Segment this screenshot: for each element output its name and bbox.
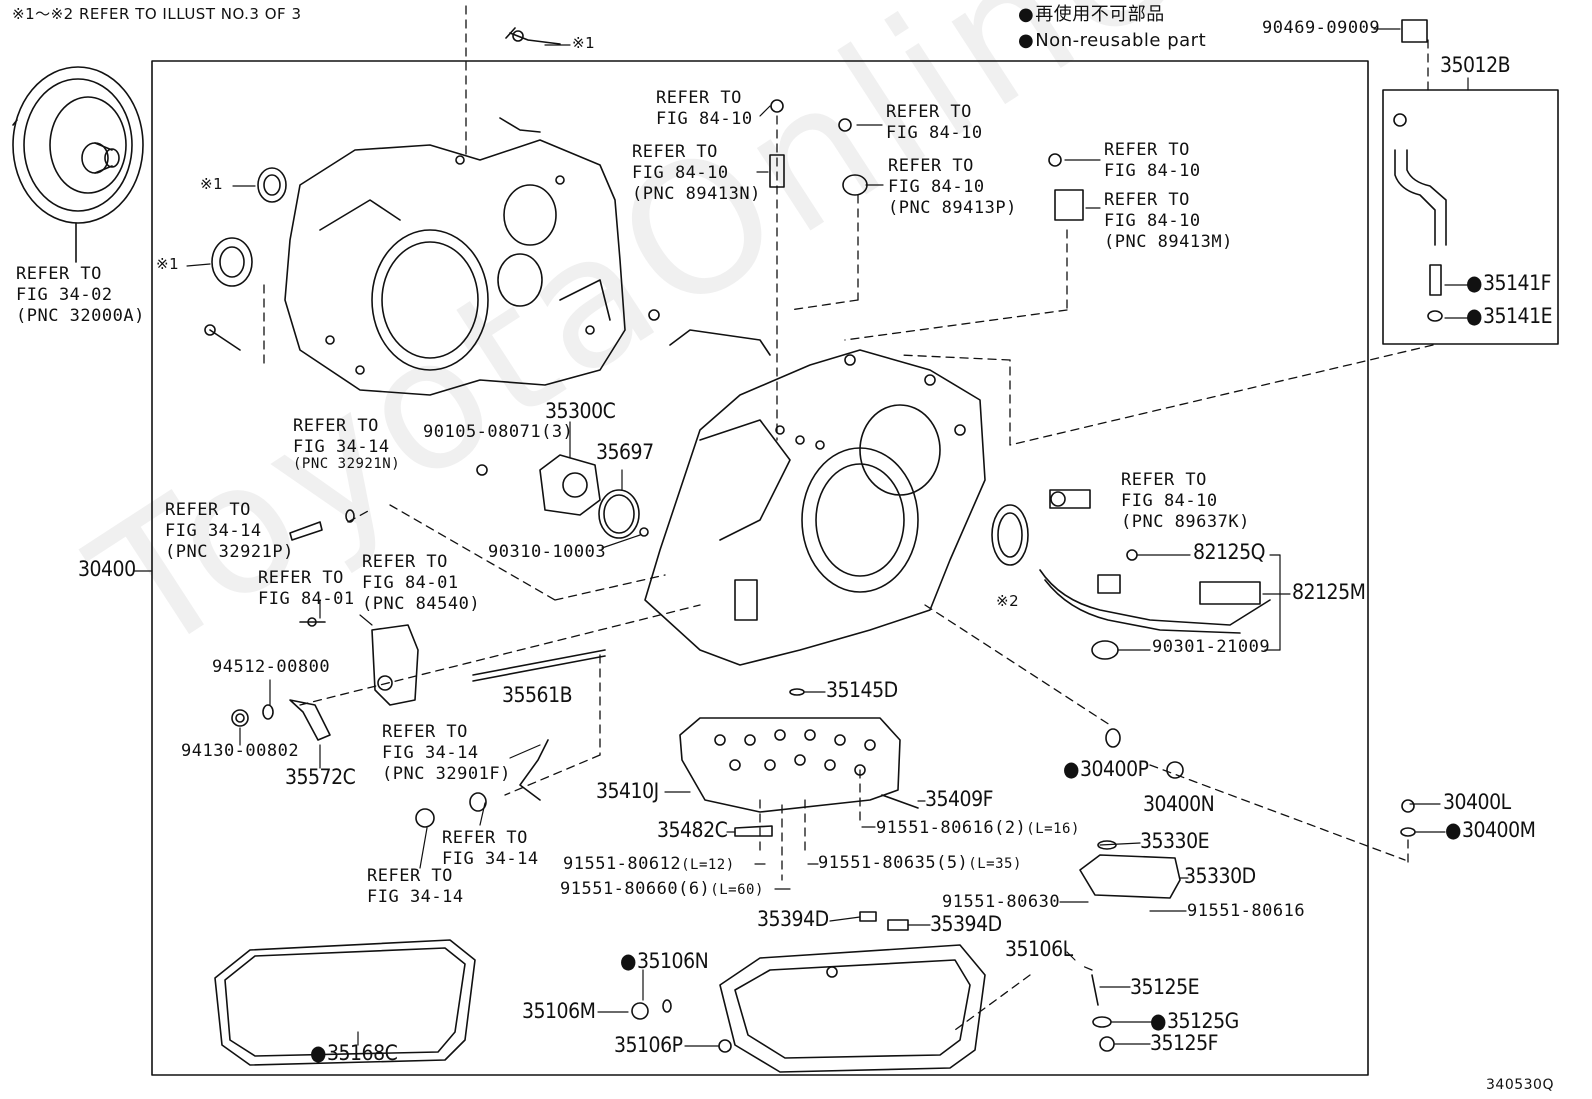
- part-35106l[interactable]: 35106L: [1005, 937, 1073, 961]
- part-82125q[interactable]: 82125Q: [1193, 540, 1265, 564]
- part-ref-mark-1-bolt: ※1: [572, 34, 596, 52]
- part-35482c[interactable]: 35482C: [657, 818, 728, 842]
- part-90301-21009[interactable]: 90301-21009: [1152, 637, 1271, 657]
- part-number: 91551-80635(5): [818, 853, 969, 873]
- refer-pnc-89413m[interactable]: REFER TO FIG 84-10 (PNC 89413M): [1104, 190, 1233, 252]
- legend-japanese: 再使用不可部品: [1018, 6, 1165, 24]
- part-91551-80616-2[interactable]: 91551-80616(2)(L=16): [876, 820, 1080, 837]
- part-ref-mark-1-seal-b: ※1: [156, 255, 180, 273]
- bolt-length: (L=12): [681, 857, 735, 873]
- part-91551-80660-6[interactable]: 91551-80660(6)(L=60): [560, 881, 764, 898]
- part-35012b[interactable]: 35012B: [1440, 53, 1511, 77]
- part-35125e[interactable]: 35125E: [1130, 975, 1200, 999]
- refer-fig-84-10-a[interactable]: REFER TO FIG 84-10: [656, 88, 753, 129]
- part-30400n[interactable]: 30400N: [1143, 792, 1215, 816]
- part-35572c[interactable]: 35572C: [285, 765, 356, 789]
- header-note: ※1～※2 REFER TO ILLUST NO.3 OF 3: [12, 5, 302, 23]
- part-35697[interactable]: 35697: [596, 440, 654, 464]
- part-number: 91551-80616(2): [876, 818, 1027, 838]
- refer-fig-34-14-a[interactable]: REFER TO FIG 34-14: [293, 416, 390, 457]
- transaxle-housing-drawing: [284, 139, 626, 396]
- part-35330d[interactable]: 35330D: [1184, 864, 1256, 888]
- part-35106m[interactable]: 35106M: [522, 999, 596, 1023]
- bolt-length: (L=16): [1026, 821, 1080, 837]
- part-30400p[interactable]: 30400P: [1063, 759, 1149, 780]
- part-35145d[interactable]: 35145D: [826, 678, 898, 702]
- part-94512-00800[interactable]: 94512-00800: [212, 657, 331, 677]
- part-91551-80612[interactable]: 91551-80612(L=12): [563, 856, 735, 873]
- part-ref-mark-2: ※2: [996, 592, 1020, 610]
- part-90105-08071[interactable]: 90105-08071(3): [423, 422, 574, 442]
- part-35561b[interactable]: 35561B: [502, 683, 573, 707]
- leader-lines: [133, 28, 1471, 1047]
- assembly-frame: [151, 60, 1369, 1076]
- part-35141e[interactable]: 35141E: [1466, 306, 1553, 327]
- refer-fig-34-14-c[interactable]: REFER TO FIG 34-14: [367, 866, 464, 907]
- part-ref-mark-1-seal-a: ※1: [200, 175, 224, 193]
- part-30400m[interactable]: 30400M: [1445, 820, 1536, 841]
- part-82125m[interactable]: 82125M: [1292, 580, 1366, 604]
- part-35125f[interactable]: 35125F: [1150, 1031, 1218, 1055]
- part-35330e[interactable]: 35330E: [1140, 829, 1210, 853]
- hose-kit-box: [1382, 89, 1559, 345]
- refer-fig-34-14-b[interactable]: REFER TO FIG 34-14: [442, 828, 539, 869]
- refer-pnc-89413p[interactable]: REFER TO FIG 84-10 (PNC 89413P): [888, 156, 1017, 218]
- part-35300c[interactable]: 35300C: [545, 399, 616, 423]
- part-91551-80630[interactable]: 91551-80630: [942, 892, 1061, 912]
- part-30400l[interactable]: 30400L: [1443, 790, 1511, 814]
- refer-pnc-89413n[interactable]: REFER TO FIG 84-10 (PNC 89413N): [632, 142, 761, 204]
- part-number: 91551-80612: [563, 854, 682, 874]
- figure-code: 340530Q: [1486, 1077, 1554, 1093]
- small-parts-drawings: [204, 19, 1447, 1073]
- refer-pnc-32921n[interactable]: (PNC 32921N): [293, 456, 401, 472]
- part-30400[interactable]: 30400: [78, 557, 136, 581]
- refer-fig-84-01[interactable]: REFER TO FIG 84-01: [258, 568, 355, 609]
- torque-converter-drawing: [12, 66, 144, 263]
- part-35409f[interactable]: 35409F: [925, 787, 993, 811]
- legend-english: Non-reusable part: [1018, 32, 1206, 50]
- part-35106n[interactable]: 35106N: [620, 951, 709, 972]
- refer-pnc-32921p[interactable]: REFER TO FIG 34-14 (PNC 32921P): [165, 500, 294, 562]
- refer-pnc-89637k[interactable]: REFER TO FIG 84-10 (PNC 89637K): [1121, 470, 1250, 532]
- part-35106p[interactable]: 35106P: [614, 1033, 683, 1057]
- part-35394d-a[interactable]: 35394D: [757, 907, 829, 931]
- part-35141f[interactable]: 35141F: [1466, 273, 1551, 294]
- part-35168c[interactable]: 35168C: [310, 1043, 398, 1064]
- part-35410j[interactable]: 35410J: [596, 779, 659, 803]
- part-90310-10003[interactable]: 90310-10003: [488, 542, 607, 562]
- part-35125g[interactable]: 35125G: [1150, 1011, 1239, 1032]
- refer-fig-84-10-c[interactable]: REFER TO FIG 84-10: [1104, 140, 1201, 181]
- part-35394d-b[interactable]: 35394D: [930, 912, 1002, 936]
- refer-fig-84-10-b[interactable]: REFER TO FIG 84-10: [886, 102, 983, 143]
- bolt-length: (L=60): [710, 882, 764, 898]
- part-91551-80616[interactable]: 91551-80616: [1187, 901, 1306, 921]
- part-91551-80635-5[interactable]: 91551-80635(5)(L=35): [818, 855, 1022, 872]
- transmission-case-drawing: [644, 349, 986, 666]
- refer-pnc-32000a[interactable]: REFER TO FIG 34-02 (PNC 32000A): [16, 264, 145, 326]
- part-number: 91551-80660(6): [560, 879, 711, 899]
- bolt-length: (L=35): [968, 856, 1022, 872]
- part-94130-00802[interactable]: 94130-00802: [181, 741, 300, 761]
- refer-pnc-32901f[interactable]: REFER TO FIG 34-14 (PNC 32901F): [382, 722, 511, 784]
- guide-lines: [263, 5, 1434, 1031]
- refer-pnc-84540[interactable]: REFER TO FIG 84-01 (PNC 84540): [362, 552, 481, 614]
- part-90469-09009[interactable]: 90469-09009: [1262, 18, 1381, 38]
